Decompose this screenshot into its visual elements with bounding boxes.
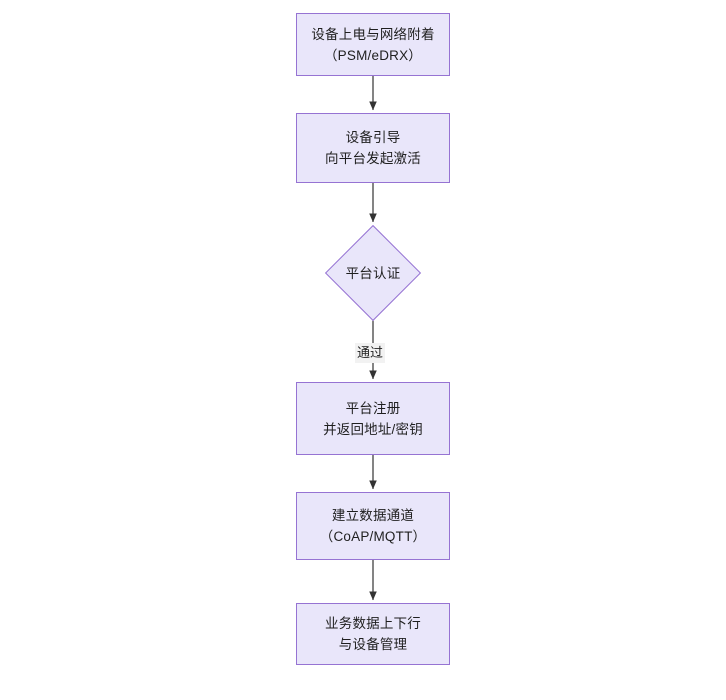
node-data-channel-line-2: （CoAP/MQTT） — [319, 529, 427, 544]
node-platform-auth-label: 平台认证 — [323, 262, 423, 284]
node-bootstrap[interactable]: 设备引导 向平台发起激活 — [296, 113, 450, 183]
node-power-on-line-1: 设备上电与网络附着 — [311, 26, 435, 42]
node-business-data-line-1: 业务数据上下行 — [325, 616, 421, 631]
node-data-channel[interactable]: 建立数据通道 （CoAP/MQTT） — [296, 492, 450, 560]
node-power-on-line-2: （PSM/eDRX） — [323, 47, 423, 63]
edge-label-pass-text: 通过 — [357, 345, 384, 360]
node-platform-register-line-2: 并返回地址/密钥 — [323, 421, 423, 437]
node-business-data[interactable]: 业务数据上下行 与设备管理 — [296, 603, 450, 665]
node-bootstrap-line-1: 设备引导 — [345, 130, 401, 145]
node-business-data-line-2: 与设备管理 — [338, 637, 408, 652]
edge-label-pass: 通过 — [355, 343, 386, 363]
node-bootstrap-line-2: 向平台发起激活 — [325, 151, 421, 166]
node-platform-register[interactable]: 平台注册 并返回地址/密钥 — [296, 382, 450, 455]
node-power-on[interactable]: 设备上电与网络附着 （PSM/eDRX） — [296, 13, 450, 76]
node-platform-register-line-1: 平台注册 — [345, 400, 401, 416]
node-data-channel-line-1: 建立数据通道 — [331, 508, 415, 523]
node-platform-auth-line-1: 平台认证 — [345, 265, 401, 281]
